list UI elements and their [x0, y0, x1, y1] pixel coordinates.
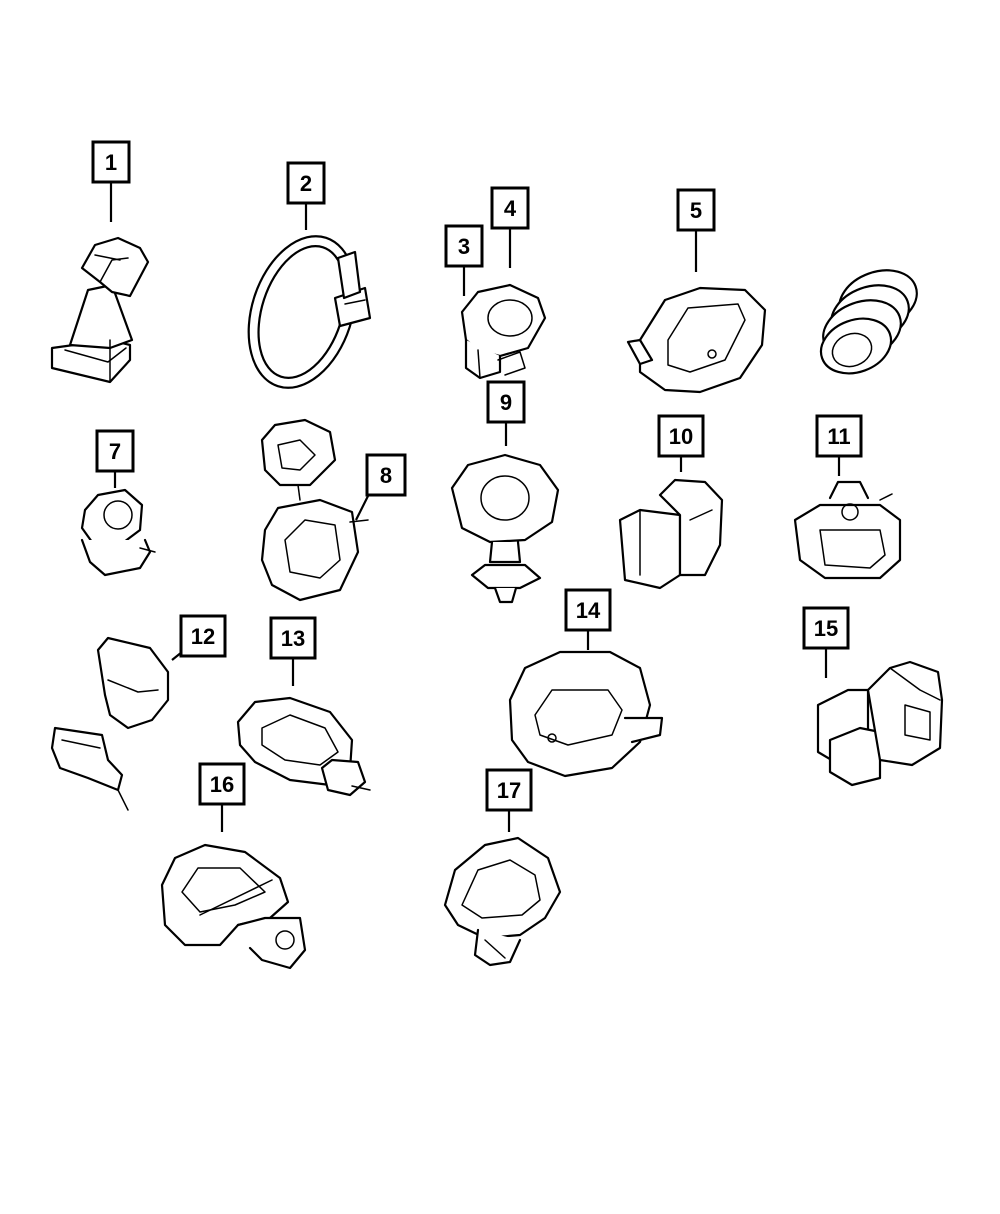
callout-5: 5: [676, 188, 716, 232]
part-5-oval-guide: [626, 286, 767, 394]
callout-12: 12: [179, 614, 227, 658]
callout-1-label: 1: [105, 150, 117, 175]
part-12-hinged-clip: [50, 636, 170, 811]
callout-3: 3: [444, 224, 484, 268]
callout-10: 10: [657, 414, 705, 458]
part-3-4-clip: [460, 283, 547, 380]
callout-17-label: 17: [497, 778, 521, 803]
callout-16-label: 16: [210, 772, 234, 797]
callout-1: 1: [91, 140, 131, 184]
part-14-large-oval-clip: [508, 650, 664, 778]
callout-4-label: 4: [504, 196, 517, 221]
part-1-cable-clip: [50, 236, 150, 384]
part-13-oval-clip: [236, 696, 371, 797]
part-9-pin-clip: [450, 453, 560, 604]
callout-13-label: 13: [281, 626, 305, 651]
callout-7-label: 7: [109, 439, 121, 464]
part-15-multi-clip: [816, 660, 944, 787]
callout-14-label: 14: [576, 598, 601, 623]
part-6-grommet: [819, 269, 918, 375]
part-16-eyelet-clip: [160, 843, 307, 970]
callout-2: 2: [286, 161, 326, 205]
callout-2-label: 2: [300, 171, 312, 196]
callout-13: 13: [269, 616, 317, 660]
part-10-block-clip: [618, 478, 724, 590]
part-11-connector-clip: [793, 480, 902, 580]
part-17-pin-clip: [443, 836, 562, 967]
callout-11: 11: [815, 414, 863, 458]
callout-17: 17: [485, 768, 533, 812]
callout-14: 14: [564, 588, 612, 632]
callout-8-label: 8: [380, 463, 392, 488]
part-7-clip: [80, 488, 156, 577]
callout-15: 15: [802, 606, 850, 650]
callout-4: 4: [490, 186, 530, 230]
callout-11-label: 11: [827, 424, 850, 449]
callout-5-label: 5: [690, 198, 702, 223]
part-2-cable-strap: [247, 235, 372, 389]
callout-12-label: 12: [191, 624, 215, 649]
callout-9-label: 9: [500, 390, 512, 415]
callout-8: 8: [365, 453, 407, 497]
leader-8: [355, 495, 369, 521]
callout-7: 7: [95, 429, 135, 473]
callout-3-label: 3: [458, 234, 470, 259]
callout-10-label: 10: [669, 424, 693, 449]
callout-9: 9: [486, 380, 526, 424]
part-8-dual-clip: [260, 418, 369, 602]
callout-15-label: 15: [814, 616, 838, 641]
callout-16: 16: [198, 762, 246, 806]
